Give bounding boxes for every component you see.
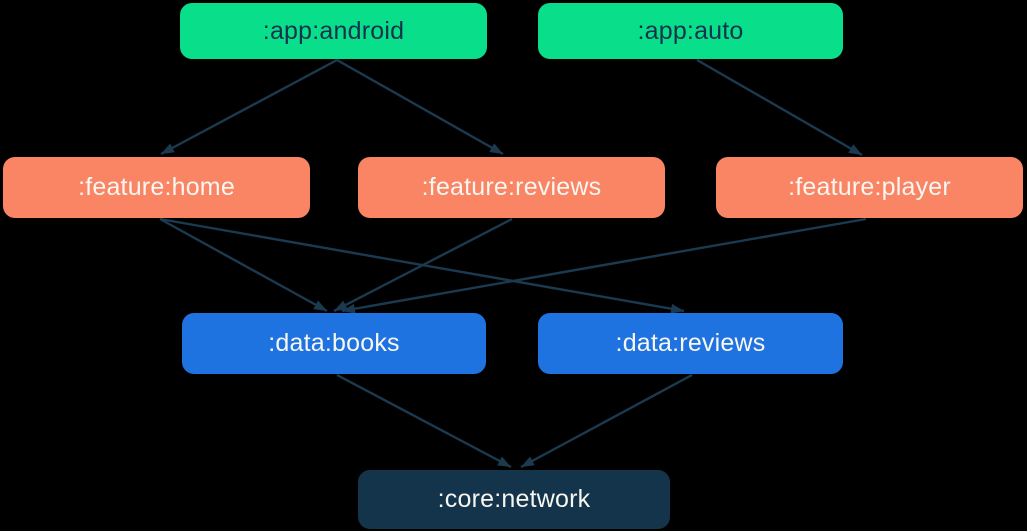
edge-app-auto-to-feature-player [696, 58, 863, 157]
node-feature-reviews: :feature:reviews [358, 157, 665, 218]
node-data-books: :data:books [182, 313, 486, 374]
node-app-android: :app:android [180, 3, 487, 59]
edge-app-android-to-feature-home [160, 58, 338, 156]
node-label: :data:books [268, 329, 400, 357]
node-feature-player: :feature:player [716, 157, 1023, 218]
node-label: :feature:reviews [421, 173, 602, 201]
edge-feature-player-to-data-books [341, 217, 867, 314]
node-label: :core:network [437, 485, 591, 513]
node-feature-home: :feature:home [3, 157, 310, 218]
edge-feature-reviews-to-data-books [333, 217, 513, 313]
node-label: :data:reviews [615, 329, 766, 357]
node-app-auto: :app:auto [538, 3, 843, 59]
node-core-network: :core:network [358, 470, 670, 529]
edge-data-books-to-core-network [336, 373, 512, 469]
node-label: :app:auto [637, 16, 744, 45]
edge-data-reviews-to-core-network [520, 373, 693, 469]
edge-feature-home-to-data-books [159, 217, 328, 313]
node-label: :app:android [262, 16, 405, 45]
edge-app-android-to-feature-reviews [336, 58, 504, 156]
node-label: :feature:player [788, 173, 951, 201]
node-label: :feature:home [78, 173, 235, 201]
node-data-reviews: :data:reviews [538, 313, 843, 374]
